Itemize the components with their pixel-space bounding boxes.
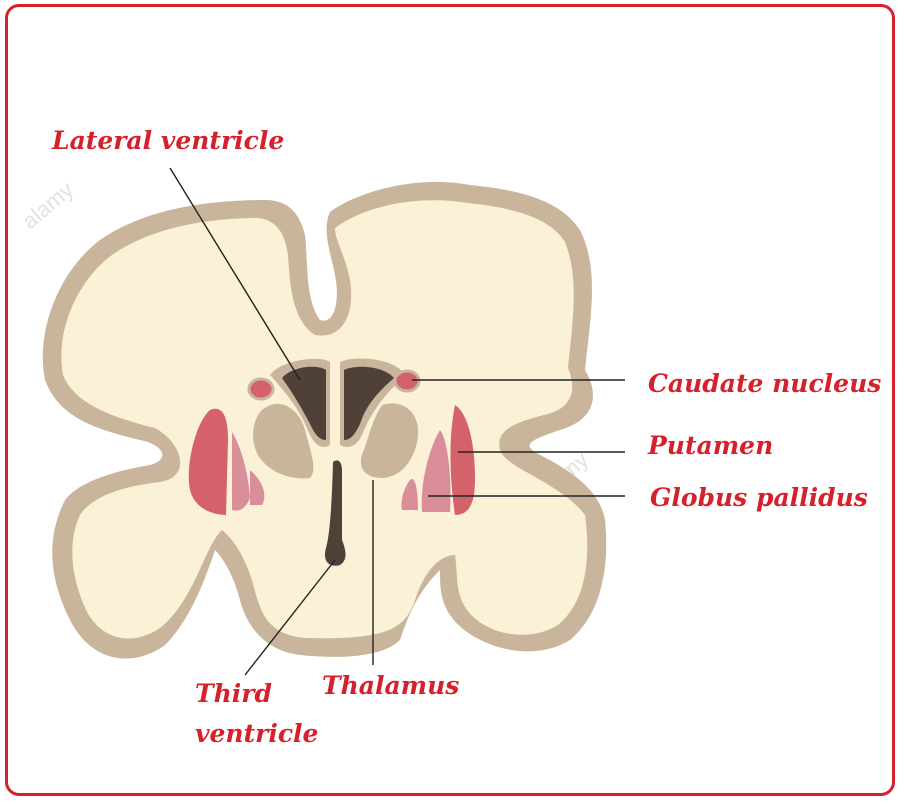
caudate-nucleus-right <box>395 371 419 391</box>
label-thalamus: Thalamus <box>322 671 459 700</box>
label-putamen: Putamen <box>647 431 773 460</box>
label-caudate-nucleus: Caudate nucleus <box>648 369 881 398</box>
caudate-nucleus-left <box>249 379 273 399</box>
label-lateral-ventricle: Lateral ventricle <box>51 126 284 155</box>
label-globus-pallidus: Globus pallidus <box>650 483 868 512</box>
label-third-ventricle-line1: Third <box>195 679 272 708</box>
label-third-ventricle-line2: ventricle <box>195 719 318 748</box>
watermark: alamy <box>17 177 78 234</box>
